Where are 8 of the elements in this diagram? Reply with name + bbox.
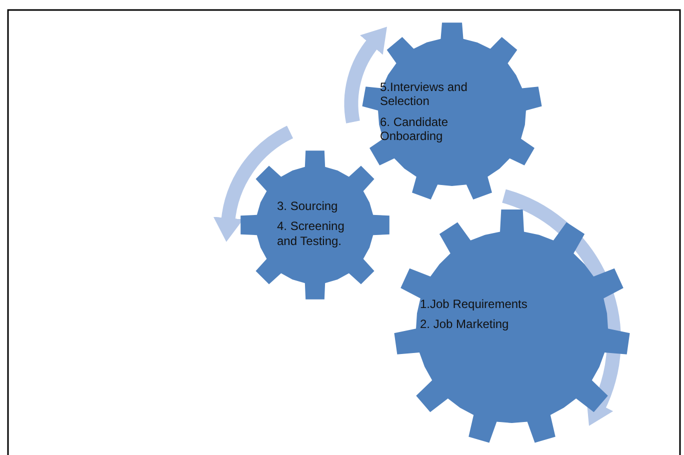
gear-shape bbox=[240, 150, 390, 300]
gear-shape bbox=[394, 209, 630, 445]
gear-label: 3. Sourcing bbox=[277, 199, 339, 214]
gear-label: 5.Interviews and Selection bbox=[380, 80, 468, 109]
gear-shape bbox=[362, 22, 542, 202]
gear-label: 4. Screening and Testing. bbox=[277, 219, 346, 248]
gear-label: 1.Job Requirements bbox=[420, 297, 528, 312]
gear-label: 2. Job Marketing bbox=[420, 317, 510, 332]
